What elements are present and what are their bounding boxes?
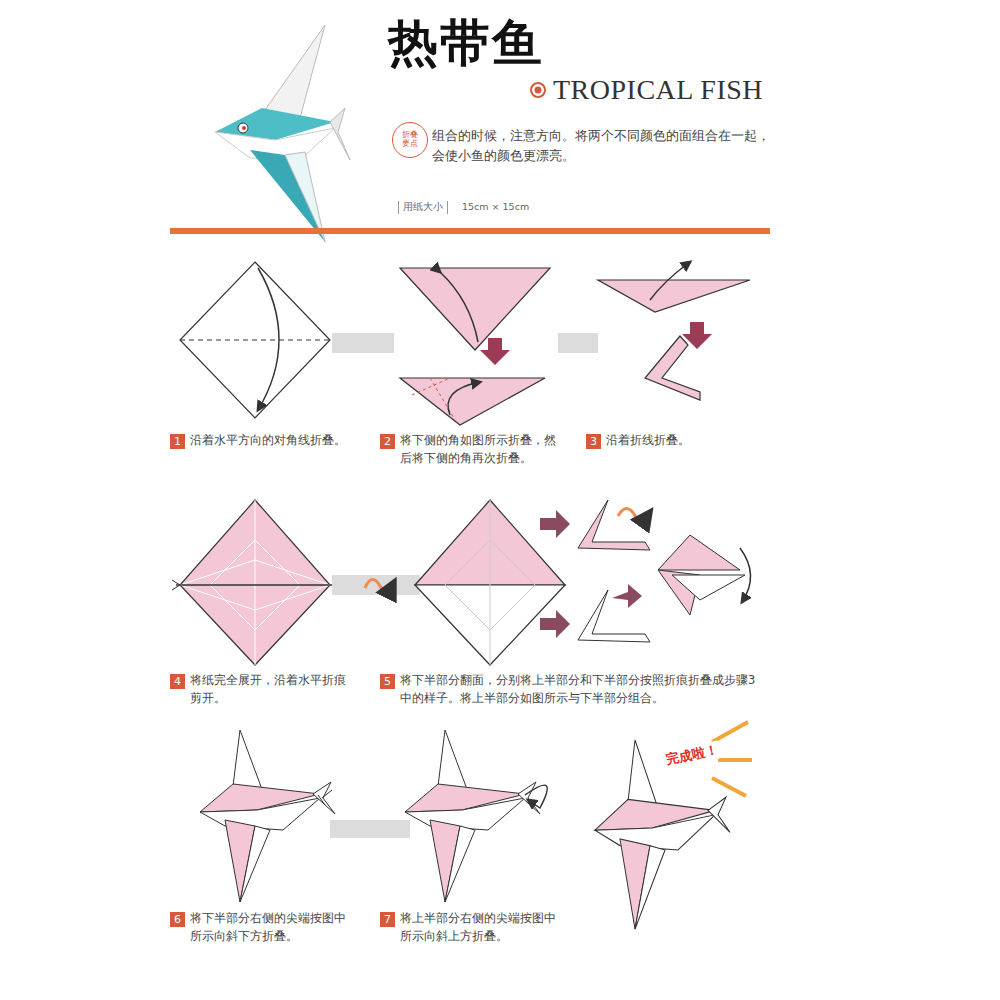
drawing-part xyxy=(658,535,740,570)
drawing-part xyxy=(172,580,180,590)
step-item: 7 将上半部分右侧的尖端按图中所示向斜上方折叠。 xyxy=(380,910,565,946)
drawing-part xyxy=(540,610,570,638)
step-number: 7 xyxy=(380,912,395,927)
drawing-part xyxy=(445,500,535,665)
drawing-part xyxy=(215,25,350,242)
drawing-part xyxy=(170,228,770,234)
step-description: 将纸完全展开，沿着水平折痕剪开。 xyxy=(190,672,355,708)
drawing-part xyxy=(180,560,255,585)
drawing-part xyxy=(180,585,255,610)
step-description: 将上半部分右侧的尖端按图中所示向斜上方折叠。 xyxy=(400,910,565,946)
drawing-part xyxy=(740,548,751,602)
step-description: 将下半部分翻面，分别将上半部分和下半部分按照折痕折叠成步骤3中的样子。将上半部分… xyxy=(400,672,765,708)
drawing-part xyxy=(531,83,545,97)
drawing-part xyxy=(330,820,410,838)
tip-badge: 折叠要点 xyxy=(392,122,428,158)
drawing-part xyxy=(412,378,450,395)
paper-size-value: 15cm × 15cm xyxy=(462,201,529,212)
drawing-part xyxy=(612,584,642,608)
drawing-part xyxy=(490,500,491,665)
drawing-part xyxy=(480,338,510,365)
drawing-part xyxy=(330,108,350,160)
drawing-part xyxy=(672,575,745,600)
drawing-part xyxy=(445,585,490,630)
badge-text: 折叠要点 xyxy=(402,131,418,149)
step-description: 将下侧的角如图所示折叠，然后将下侧的角再次折叠。 xyxy=(400,432,560,468)
step-description: 沿着折线折叠。 xyxy=(606,432,761,450)
drawing-part xyxy=(318,790,332,805)
drawing-part xyxy=(242,126,246,130)
paper-size-label: 用纸大小 xyxy=(398,201,448,214)
step-item: 2 将下侧的角如图所示折叠，然后将下侧的角再次折叠。 xyxy=(380,432,560,468)
drawing-part xyxy=(445,540,490,585)
drawing-part xyxy=(332,575,420,595)
drawing-part xyxy=(258,268,279,410)
step-item: 1 沿着水平方向的对角线折叠。 xyxy=(170,432,355,450)
drawing-part xyxy=(650,262,690,300)
drawing-part xyxy=(525,785,547,808)
drawing-part xyxy=(176,584,334,586)
drawing-part xyxy=(200,730,335,902)
drawing-part xyxy=(618,508,650,519)
drawing-part xyxy=(400,378,545,425)
drawing-part xyxy=(430,378,455,420)
drawing-part xyxy=(238,123,248,133)
finish-label: 完成啦！ xyxy=(663,740,722,769)
drawing-part xyxy=(578,500,650,550)
drawing-part xyxy=(645,336,700,400)
drawing-part xyxy=(535,87,542,94)
step-number: 4 xyxy=(170,674,185,689)
step-item: 6 将下半部分右侧的尖端按图中所示向斜下方折叠。 xyxy=(170,910,355,946)
drawing-part xyxy=(400,268,550,350)
drawing-part xyxy=(180,262,330,418)
step-description: 将下半部分右侧的尖端按图中所示向斜下方折叠。 xyxy=(190,910,355,946)
english-title: TROPICAL FISH xyxy=(553,74,763,106)
page-title: 热带鱼 xyxy=(388,10,544,77)
step-number: 5 xyxy=(380,674,395,689)
step-description: 沿着水平方向的对角线折叠。 xyxy=(190,432,355,450)
step-item: 5 将下半部分翻面，分别将上半部分和下半部分按照折痕折叠成步骤3中的样子。将上半部… xyxy=(380,672,765,708)
drawing-part xyxy=(712,722,752,796)
step-item: 4 将纸完全展开，沿着水平折痕剪开。 xyxy=(170,672,355,708)
drawing-part xyxy=(180,500,330,665)
drawing-part xyxy=(558,333,598,353)
drawing-part xyxy=(598,280,750,312)
drawing-part xyxy=(405,730,540,902)
drawing-part xyxy=(540,510,570,538)
tip-text: 组合的时候，注意方向。将两个不同颜色的面组合在一起，会使小鱼的颜色更漂亮。 xyxy=(432,126,777,166)
drawing-part xyxy=(595,740,730,929)
drawing-part xyxy=(255,560,330,585)
drawing-part xyxy=(180,340,330,341)
step-number: 3 xyxy=(586,434,601,449)
drawing-part xyxy=(265,25,325,118)
drawing-part xyxy=(490,540,535,585)
drawing-part xyxy=(255,500,256,665)
step-number: 6 xyxy=(170,912,185,927)
drawing-part xyxy=(180,500,330,665)
drawing-part xyxy=(448,382,480,415)
step-item: 3 沿着折线折叠。 xyxy=(586,432,761,450)
drawing-part xyxy=(490,585,535,630)
drawing-part xyxy=(332,333,394,353)
step-number: 1 xyxy=(170,434,185,449)
step-number: 2 xyxy=(380,434,395,449)
drawing-part xyxy=(440,272,478,342)
drawing-part xyxy=(365,579,394,591)
drawing-part xyxy=(255,585,330,610)
